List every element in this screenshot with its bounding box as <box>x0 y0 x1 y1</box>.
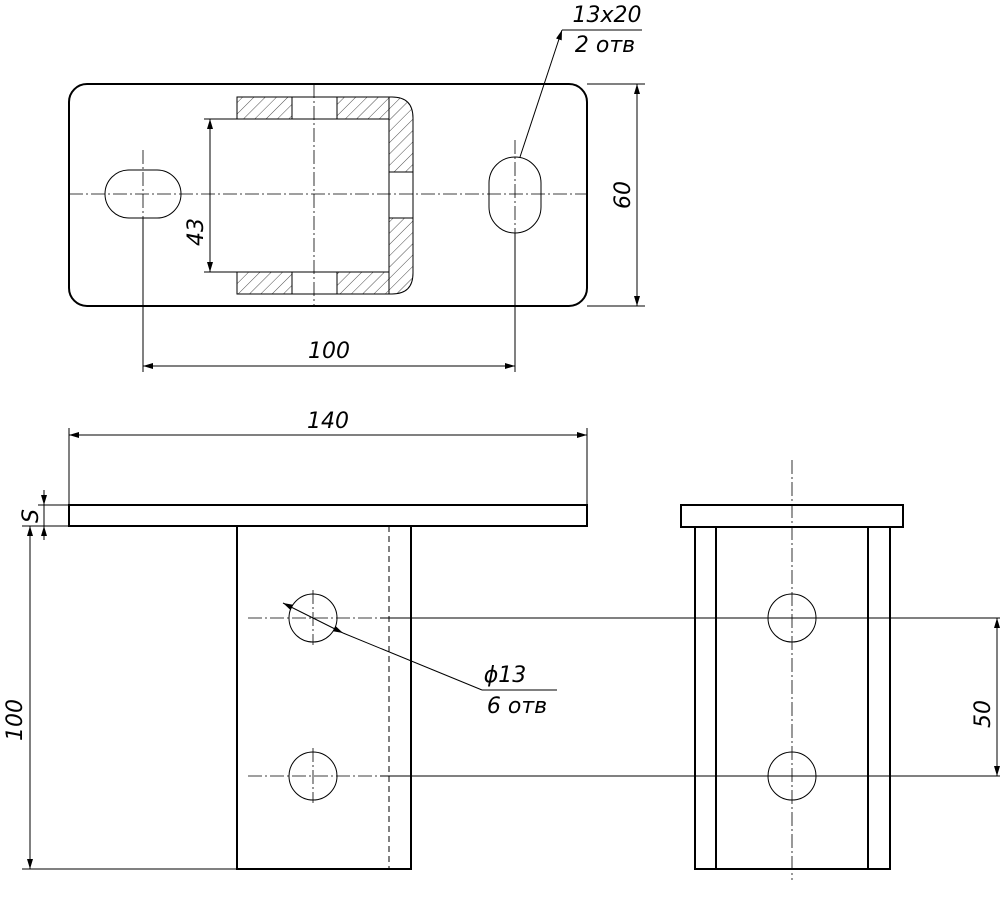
top-view: 60 43 100 13x20 2 отв <box>68 3 645 372</box>
dim-50-group: 50 <box>971 618 1000 776</box>
front-view: 140 S 100 ϕ13 6 отв <box>3 409 588 870</box>
dim-inner-width: 43 <box>184 218 209 246</box>
front-post <box>236 525 412 870</box>
dim-hole-count: 6 отв <box>487 694 547 719</box>
dim-post-height: 100 <box>3 699 28 741</box>
channel-section <box>236 96 414 295</box>
dim-plate-height: 60 <box>611 181 636 209</box>
dim-slot-count: 2 отв <box>575 33 635 58</box>
dim-slot-size: 13x20 <box>572 3 641 28</box>
base-plate-outline <box>68 83 588 307</box>
dim-hole-diameter: ϕ13 <box>484 663 527 688</box>
side-view <box>380 460 1000 880</box>
front-plate <box>68 504 588 527</box>
dim-plate-length: 140 <box>307 409 349 434</box>
side-post <box>694 526 891 870</box>
dim-slot-spacing: 100 <box>308 339 350 364</box>
dim-hole-spacing: 50 <box>971 700 996 728</box>
dim-thickness: S <box>19 509 44 523</box>
